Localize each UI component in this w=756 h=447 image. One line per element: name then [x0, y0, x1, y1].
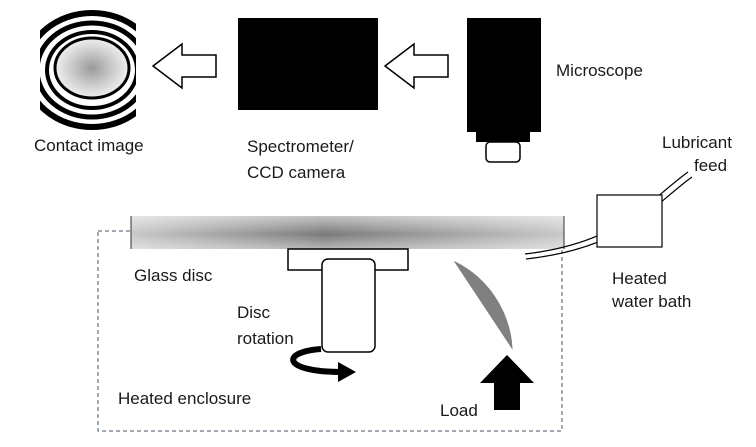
disc-rotation-label-line2: rotation	[237, 329, 294, 348]
glass-disc-label: Glass disc	[134, 266, 213, 285]
left-arrow-icon	[383, 42, 449, 90]
contact-image	[40, 10, 136, 130]
spectrometer-box	[238, 18, 378, 110]
microscope-label: Microscope	[556, 61, 643, 80]
spectrometer-label-line2: CCD camera	[247, 163, 346, 182]
lubricant-label-line1: Lubricant	[662, 133, 732, 152]
left-arrow-icon	[151, 42, 217, 90]
lubricant-label-line2: feed	[694, 156, 728, 175]
glass-disc	[130, 216, 565, 249]
heated-enclosure-label: Heated enclosure	[118, 389, 252, 408]
water-bath-label-line2: water bath	[612, 292, 692, 311]
load-arrow-icon	[480, 355, 534, 410]
water-bath-label-line1: Heated	[612, 269, 667, 288]
spectrometer-label-line1: Spectrometer/	[247, 137, 354, 156]
water-bath-box	[596, 194, 663, 248]
rotation-arrow-icon	[290, 346, 356, 382]
disc-spindle	[321, 258, 376, 353]
load-label: Load	[440, 401, 478, 420]
disc-rotation-label-line1: Disc	[237, 303, 271, 322]
ball	[453, 260, 513, 350]
microscope	[467, 18, 541, 163]
contact-image-label: Contact image	[34, 136, 144, 155]
